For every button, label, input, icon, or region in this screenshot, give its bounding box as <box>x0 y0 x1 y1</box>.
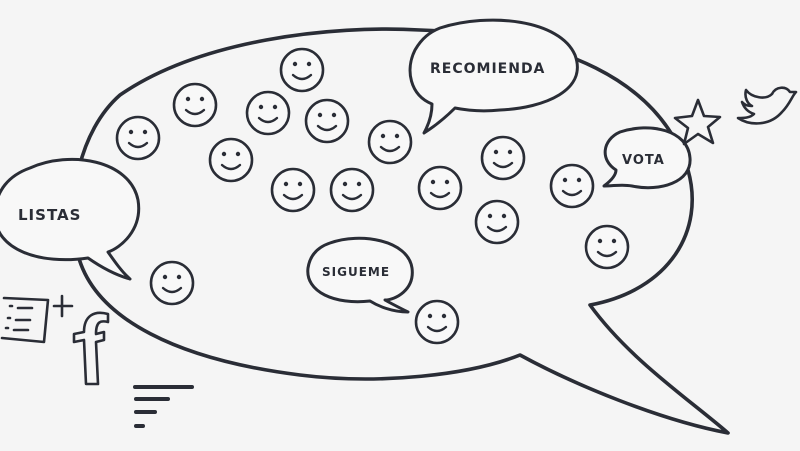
recomienda-bubble: RECOMIENDA <box>408 18 579 135</box>
smiley-face-icon <box>304 98 350 144</box>
text-lines-icon <box>133 385 194 428</box>
listas-label: LISTAS <box>18 206 81 224</box>
recomienda-label: RECOMIENDA <box>430 61 545 77</box>
smiley-face-icon <box>329 167 375 213</box>
smiley-face-icon <box>279 47 325 93</box>
smiley-face-icon <box>208 137 254 183</box>
star-icon <box>673 98 722 146</box>
smiley-face-icon <box>414 299 460 345</box>
smiley-face-icon <box>270 167 316 213</box>
smiley-face-icon <box>474 199 520 245</box>
listas-bubble: LISTAS <box>0 157 141 281</box>
smiley-face-icon <box>584 224 630 270</box>
smiley-face-icon <box>172 82 218 128</box>
smiley-face-icon <box>245 90 291 136</box>
main-speech-bubble <box>71 27 730 435</box>
sigueme-label: SIGUEME <box>322 265 390 279</box>
smileys <box>115 47 630 345</box>
vota-bubble: VOTA <box>602 126 692 190</box>
list-add-icon <box>0 294 74 344</box>
smiley-face-icon <box>367 119 413 165</box>
smiley-face-icon <box>149 260 195 306</box>
smiley-face-icon <box>480 135 526 181</box>
smiley-face-icon <box>115 115 161 161</box>
vota-label: VOTA <box>622 153 665 168</box>
facebook-icon <box>72 311 110 386</box>
sigueme-bubble: SIGUEME <box>306 236 414 314</box>
smiley-face-icon <box>417 165 463 211</box>
smiley-face-icon <box>549 163 595 209</box>
twitter-bird-icon <box>736 86 798 125</box>
